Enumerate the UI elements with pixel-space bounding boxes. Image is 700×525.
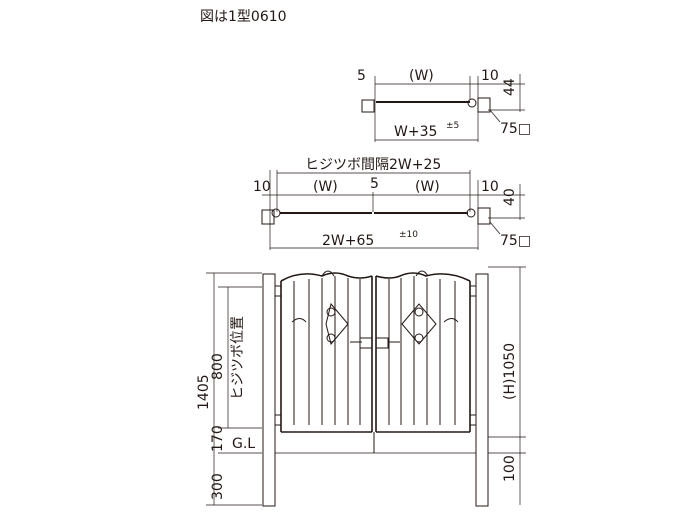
hinge-position-label: ヒジツボ位置 xyxy=(230,316,246,400)
right-crest xyxy=(415,270,429,277)
post-size-top: 75□ xyxy=(500,121,531,137)
hinge-top-right xyxy=(469,285,477,297)
hinge-post xyxy=(477,97,491,113)
left-crest xyxy=(321,270,335,277)
dim-300: 300 xyxy=(210,473,226,500)
hinge-bottom-left xyxy=(274,414,282,426)
dim-depth-44: 44 xyxy=(502,78,518,96)
dim-170: 170 xyxy=(210,425,226,452)
left-scroll-diamond xyxy=(325,302,349,346)
dim-width-w: (W) xyxy=(409,68,434,84)
dim-total-tol: ±5 xyxy=(446,121,459,131)
right-gate-leaf xyxy=(375,270,471,433)
hinge-bottom-right xyxy=(469,414,477,426)
post-leader-mid xyxy=(489,221,501,235)
dim-right-10: 10 xyxy=(481,179,499,195)
plan-view-double: ヒジツボ間隔2W+25 10 (W) 5 (W) 10 40 75□ 2W+65… xyxy=(253,157,531,250)
gl-label: G.L xyxy=(232,436,255,452)
right-scroll-diamond xyxy=(401,303,437,345)
dim-total-mid: 2W+65 xyxy=(322,233,374,249)
hinge-pivot xyxy=(467,98,477,108)
post-size-mid: 75□ xyxy=(500,233,531,249)
dim-total: W+35 xyxy=(394,124,437,140)
dim-total-mid-tol: ±10 xyxy=(399,230,418,240)
elevation-view: 1405 800 ヒジツボ位置 170 G.L 300 (H)1050 100 xyxy=(196,266,526,507)
left-stop-post xyxy=(361,99,375,113)
dim-w-right: (W) xyxy=(415,179,440,195)
dim-left-5: 5 xyxy=(357,68,366,84)
hinge-top-left xyxy=(274,285,282,297)
right-scroll-top xyxy=(414,307,424,317)
right-post xyxy=(475,273,489,507)
dim-800: 800 xyxy=(210,353,226,380)
left-post xyxy=(262,273,276,507)
right-side-scroll xyxy=(443,318,459,323)
dim-depth-40: 40 xyxy=(502,188,518,206)
dim-center-5: 5 xyxy=(370,176,379,192)
left-scroll-top xyxy=(326,307,336,317)
right-leaf-top-arch xyxy=(375,272,471,282)
left-side-scroll xyxy=(291,318,307,323)
plan-view-single: 5 (W) 10 44 75□ W+35 ±5 xyxy=(357,68,531,142)
right-post-plan xyxy=(477,207,491,225)
left-handle-plate xyxy=(359,337,373,349)
dim-h1050: (H)1050 xyxy=(502,343,518,400)
dim-w-left: (W) xyxy=(313,179,338,195)
left-gate-leaf xyxy=(280,270,373,433)
hinge-spacing: ヒジツボ間隔2W+25 xyxy=(305,157,441,173)
left-hinge-pivot xyxy=(271,208,281,218)
dim-right-10: 10 xyxy=(481,68,499,84)
left-scroll-bottom xyxy=(326,333,336,343)
right-scroll-bottom xyxy=(414,333,424,343)
figure-caption: 図は1型0610 xyxy=(200,9,287,25)
right-hinge-pivot xyxy=(466,208,476,218)
left-leaf-top-arch xyxy=(280,272,373,282)
post-leader xyxy=(489,109,501,123)
dim-1405: 1405 xyxy=(196,374,212,410)
dim-left-10: 10 xyxy=(253,179,271,195)
dim-100: 100 xyxy=(502,455,518,482)
right-handle-plate xyxy=(375,337,389,349)
